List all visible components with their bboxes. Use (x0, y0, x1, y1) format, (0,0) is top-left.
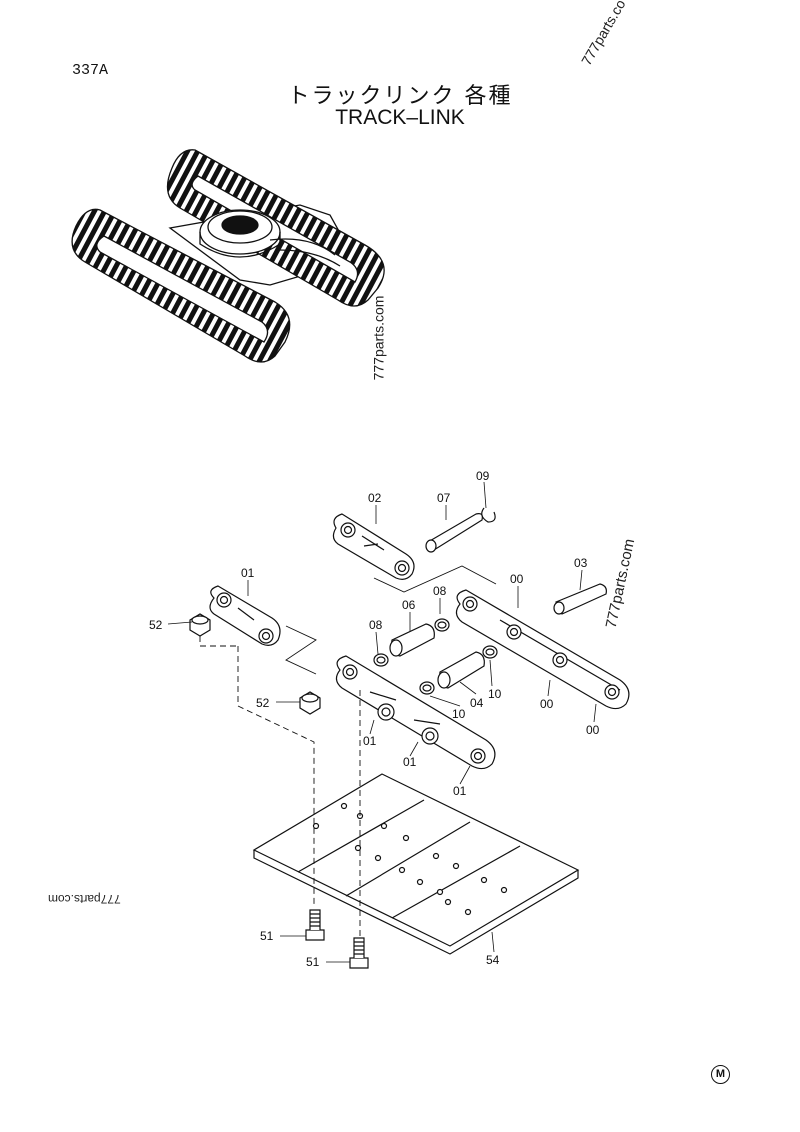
bushing-04 (437, 651, 485, 689)
nut-52-left (189, 613, 211, 637)
link-02 (332, 513, 415, 580)
assembly-lines (199, 636, 361, 938)
track-shoe-54 (252, 773, 580, 955)
callout-02: 02 (368, 491, 382, 505)
link-chain-01 (335, 655, 496, 770)
title-japanese: トラックリンク 各種 (287, 84, 513, 109)
undercarriage-illustration (71, 149, 385, 363)
callout-01-b: 01 (403, 755, 417, 769)
leader-lines (167, 481, 597, 963)
pin-07 (425, 513, 483, 553)
nut-52-center (299, 691, 321, 715)
callout-51-left: 51 (260, 929, 274, 943)
callout-10-right: 10 (488, 687, 502, 701)
track-link-assembly (167, 481, 630, 969)
link-01-left (209, 585, 281, 646)
page-code: 337A (72, 62, 109, 79)
callout-08-right: 08 (433, 584, 447, 598)
callout-labels: 02 07 09 01 52 06 08 08 03 00 52 01 01 0… (149, 469, 600, 969)
callout-52-left: 52 (149, 618, 163, 632)
corner-mark: M (711, 1065, 730, 1084)
callout-01-c: 01 (453, 784, 467, 798)
callout-54: 54 (486, 953, 500, 967)
callout-08-left: 08 (369, 618, 383, 632)
callout-51-right: 51 (306, 955, 320, 969)
bushing-06 (389, 623, 435, 657)
pin-03 (553, 583, 607, 615)
bolt-51-right (349, 937, 369, 969)
ring-09 (481, 507, 496, 523)
title-english: TRACK–LINK (335, 106, 465, 129)
link-assembly-00 (455, 589, 630, 710)
callout-01-a: 01 (363, 734, 377, 748)
callout-04: 04 (470, 696, 484, 710)
callout-06: 06 (402, 598, 416, 612)
callout-00-top: 00 (510, 572, 524, 586)
bolt-51-left (305, 909, 325, 941)
callout-10-left: 10 (452, 707, 466, 721)
callout-07: 07 (437, 491, 451, 505)
callout-52-center: 52 (256, 696, 270, 710)
callout-00-mid: 00 (540, 697, 554, 711)
callout-09: 09 (476, 469, 490, 483)
callout-00-low: 00 (586, 723, 600, 737)
callout-03: 03 (574, 556, 588, 570)
callout-01-top: 01 (241, 566, 255, 580)
guide-lines (285, 565, 497, 675)
